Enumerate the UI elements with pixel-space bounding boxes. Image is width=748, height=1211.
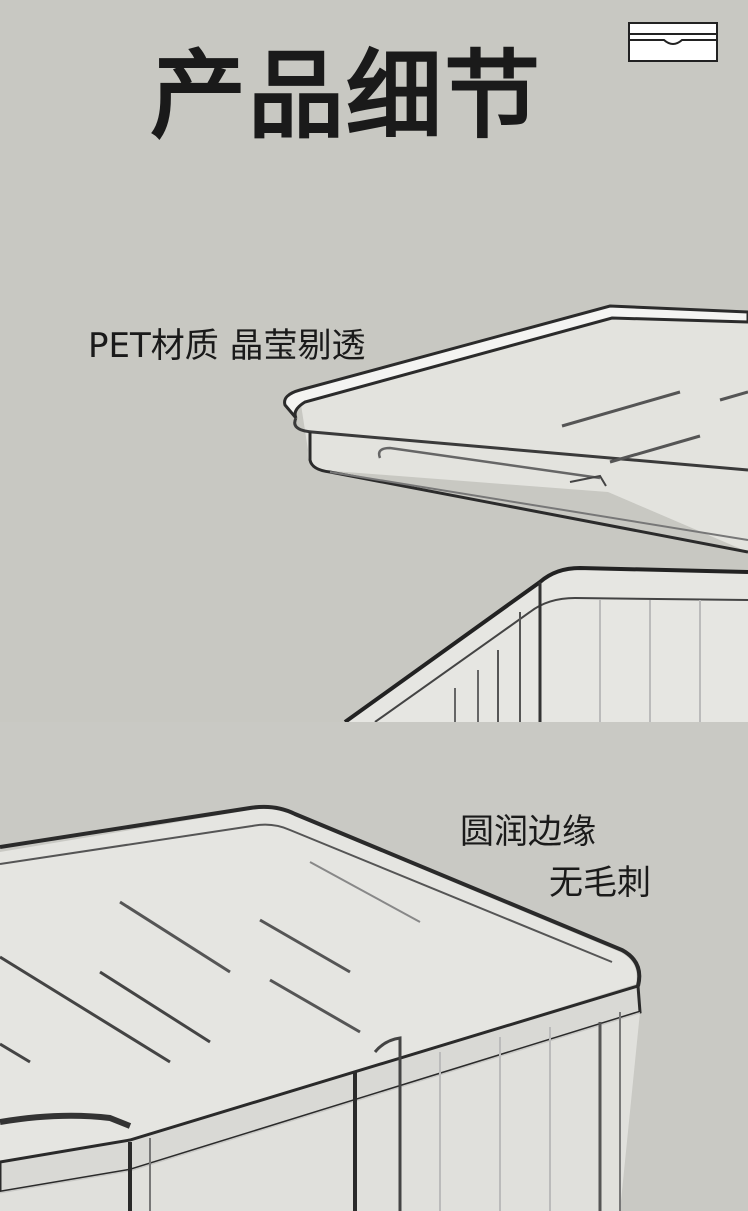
bottom-detail-section [0, 722, 748, 1211]
box-with-lid [0, 804, 642, 1211]
storage-lid-icon [628, 22, 718, 62]
box-corner [343, 565, 748, 722]
lid-closeup-illustration [283, 304, 748, 722]
material-caption: PET材质 晶莹剔透 [88, 326, 366, 366]
edge-caption-line1: 圆润边缘 [460, 812, 596, 852]
box-edge-illustration [0, 804, 642, 1211]
lid-tray [283, 304, 748, 554]
edge-caption-line2: 无毛刺 [549, 863, 651, 903]
top-detail-section: 产品细节 PET材质 晶莹剔透 [88, 22, 748, 722]
page-title: 产品细节 [150, 40, 542, 152]
